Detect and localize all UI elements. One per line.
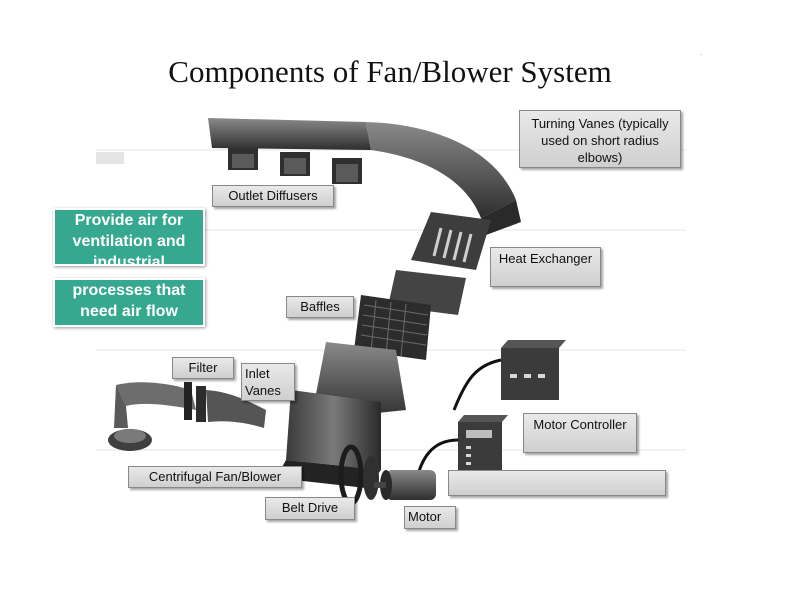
callout-line-3: industrial <box>92 254 165 266</box>
purpose-callout-continued: processes that need air flow <box>53 278 205 327</box>
baffles <box>354 295 431 360</box>
callout-line-2: ventilation and <box>72 233 186 250</box>
callout-line-1: Provide air for <box>74 212 184 229</box>
inlet-filter-assembly <box>108 382 266 451</box>
fan-system-illustration <box>96 118 686 506</box>
label-turning-vanes: Turning Vanes (typically used on short r… <box>519 110 681 168</box>
label-baffles: Baffles <box>286 296 354 318</box>
heat-exchanger <box>411 212 491 270</box>
purpose-callout: Provide air for ventilation and industri… <box>53 208 205 266</box>
label-centrifugal-fan: Centrifugal Fan/Blower <box>128 466 302 488</box>
outlet-duct <box>208 118 371 150</box>
label-motor-controller: Motor Controller <box>523 413 637 453</box>
motor-controller-units <box>458 340 566 474</box>
callout-line-5: need air flow <box>80 303 178 320</box>
fan-housing <box>286 390 381 470</box>
label-motor: Motor <box>404 506 456 529</box>
label-blank-bar <box>448 470 666 496</box>
label-heat-exchanger: Heat Exchanger <box>490 247 601 287</box>
outlet-diffusers <box>228 148 362 184</box>
duct-elbow <box>366 122 516 218</box>
label-inlet-vanes: Inlet Vanes <box>241 363 295 401</box>
motor-unit <box>374 470 436 500</box>
label-belt-drive: Belt Drive <box>265 497 355 520</box>
label-filter: Filter <box>172 357 234 379</box>
callout-line-4: processes that <box>72 282 186 299</box>
slide-marker: . <box>700 48 703 57</box>
slide-title: Components of Fan/Blower System <box>168 54 612 89</box>
label-outlet-diffusers: Outlet Diffusers <box>212 185 334 207</box>
